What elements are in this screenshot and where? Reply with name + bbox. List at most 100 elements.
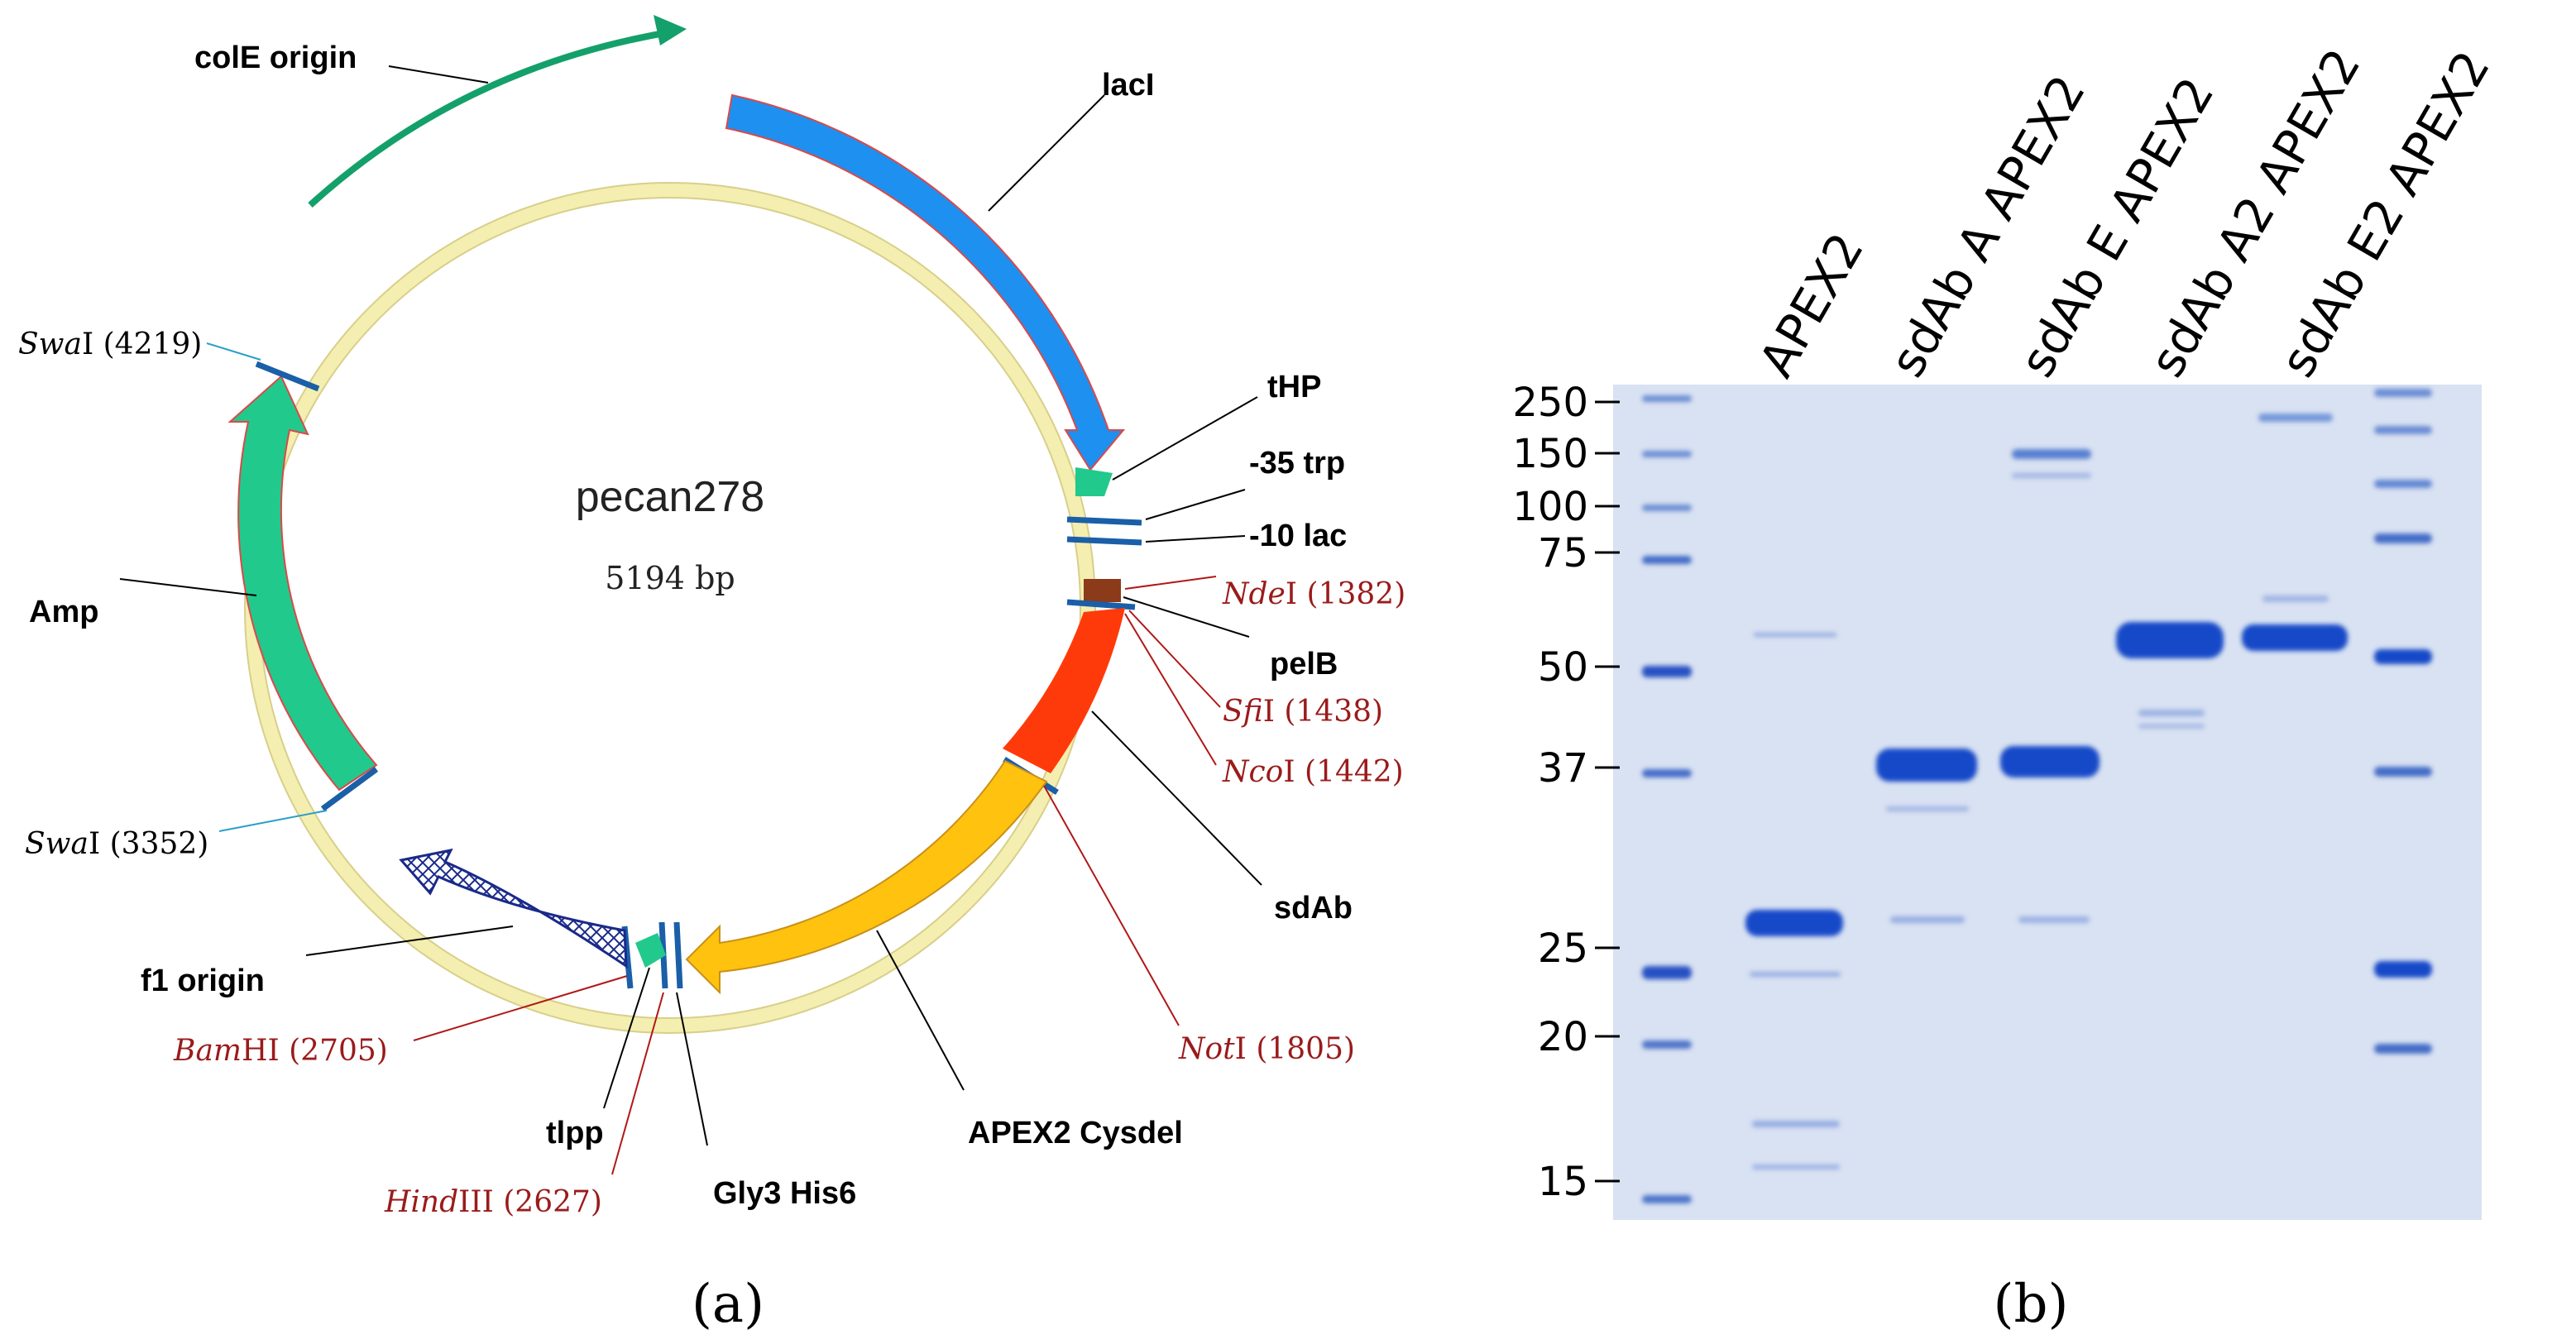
- pelB-label: pelB: [1270, 647, 1338, 682]
- apex-leader: [876, 930, 965, 1091]
- plasmid-map: pecan278 5194 bp colE origin lacI tHP -3…: [18, 15, 1405, 1335]
- tHP-leader: [1112, 396, 1258, 481]
- mw-label-25: 25: [1538, 925, 1588, 972]
- bam-leader: [413, 975, 628, 1041]
- ladder-band: [1642, 395, 1692, 402]
- tlpp-feature: [635, 933, 666, 968]
- tlpp-leader: [603, 967, 650, 1109]
- not-site: NotI (1805): [1178, 1032, 1355, 1066]
- colE-leader: [388, 65, 489, 84]
- lane1-band: [1754, 633, 1836, 637]
- ladder-band: [1642, 769, 1692, 777]
- nde-leader: [1124, 576, 1217, 590]
- nde-site: NdeI (1382): [1222, 577, 1405, 611]
- trp-label: -35 trp: [1249, 446, 1345, 481]
- gly-tick: [673, 921, 683, 989]
- sdAb-label: sdAb: [1274, 891, 1353, 925]
- tlpp-label: tlpp: [546, 1116, 604, 1150]
- lane3-band: [2012, 449, 2091, 459]
- gel-texture: [1613, 385, 2482, 1220]
- lane-labels: APEX2 sdAb A APEX2 sdAb E APEX2 sdAb A2 …: [1748, 40, 2501, 386]
- lacI-label: lacI: [1102, 68, 1154, 103]
- lacI-leader: [988, 94, 1105, 212]
- tHP-label: tHP: [1267, 370, 1321, 404]
- mw-label-75: 75: [1538, 530, 1588, 576]
- f1-origin-arrow: [399, 848, 628, 969]
- ladder-band: [2374, 480, 2432, 488]
- colE-origin-arrow: [308, 28, 675, 208]
- lane5-band: [2242, 624, 2348, 651]
- ladder-band: [2374, 767, 2432, 777]
- ladder-band: [2374, 389, 2432, 397]
- mw-label-50: 50: [1538, 644, 1588, 691]
- lane5-band: [2262, 595, 2329, 602]
- mw-label-100: 100: [1512, 484, 1588, 530]
- sfi-leader: [1128, 610, 1221, 708]
- lac-leader: [1145, 535, 1246, 543]
- lane3-band: [2018, 916, 2090, 923]
- swa1-leader: [206, 342, 261, 361]
- ladder-band: [1642, 1040, 1692, 1049]
- ladder-band: [1642, 966, 1692, 979]
- apex2-arrow: [685, 759, 1048, 995]
- ladder-band: [2374, 426, 2432, 434]
- f1-label: f1 origin: [141, 964, 265, 998]
- pelB-leader: [1123, 596, 1250, 638]
- lane3-band: [2000, 746, 2100, 777]
- ladder-band: [1642, 451, 1692, 457]
- lane2-band: [1876, 749, 1977, 782]
- ladder-band: [1642, 556, 1692, 564]
- lane4-band: [2138, 710, 2205, 716]
- lane2-band: [1890, 916, 1965, 923]
- hind-leader: [611, 992, 664, 1175]
- lac-label: -10 lac: [1249, 519, 1347, 553]
- ladder-band: [1642, 666, 1692, 677]
- lane4-band: [2116, 622, 2224, 658]
- swa1-tick: [255, 361, 320, 392]
- mw-markers: 250 150 100 75 50 37 25 20 15: [1512, 380, 1620, 1205]
- ladder-band: [2374, 533, 2432, 543]
- mw-label-15: 15: [1538, 1159, 1588, 1205]
- colE-origin-arrowhead: [654, 15, 687, 45]
- amp-leader: [119, 578, 257, 596]
- lane2-band: [1886, 806, 1969, 811]
- lane5-band: [2258, 414, 2333, 422]
- amp-arrow: [227, 375, 378, 792]
- panel-a-caption: (a): [692, 1274, 764, 1335]
- gel-background: [1613, 385, 2482, 1220]
- gly-leader: [676, 992, 708, 1146]
- sdAb-feature: [1003, 608, 1125, 773]
- ladder-band: [1642, 505, 1692, 511]
- plasmid-backbone-inner-outline: [259, 197, 1081, 1019]
- swa2-tick: [320, 767, 379, 811]
- f1-leader: [305, 925, 514, 956]
- lane1-band: [1745, 910, 1843, 936]
- sdAb-leader: [1091, 710, 1262, 886]
- panel-b-caption: (b): [1994, 1274, 2069, 1335]
- lane1-band: [1750, 972, 1841, 977]
- colE-label: colE origin: [194, 41, 357, 75]
- nde-tick: [1066, 599, 1136, 610]
- sfi-site: SfiI (1438): [1223, 695, 1383, 729]
- ladder-band: [1642, 1195, 1692, 1203]
- hind-site: HindIII (2627): [384, 1185, 602, 1219]
- mw-label-20: 20: [1538, 1014, 1588, 1060]
- swa1-site: SwaI (4219): [18, 328, 202, 361]
- trp-tick: [1066, 516, 1142, 526]
- not-leader: [1043, 785, 1180, 1026]
- plasmid-name: pecan278: [576, 473, 764, 521]
- ladder-band: [2374, 649, 2432, 664]
- lac-tick: [1066, 536, 1142, 546]
- nco-site: NcoI (1442): [1222, 755, 1404, 789]
- plasmid-size: 5194 bp: [605, 560, 735, 596]
- lane4-band: [2138, 724, 2205, 729]
- gly-label: Gly3 His6: [713, 1176, 856, 1211]
- lane1-band: [1752, 1121, 1840, 1127]
- trp-leader: [1145, 489, 1246, 520]
- apex-label: APEX2 Cysdel: [968, 1116, 1183, 1150]
- gel-bands: [1642, 389, 2432, 1203]
- lane1-band: [1752, 1165, 1840, 1169]
- mw-label-150: 150: [1512, 431, 1588, 477]
- tHP-feature: [1075, 467, 1113, 496]
- bam-site: BamHI (2705): [173, 1034, 388, 1068]
